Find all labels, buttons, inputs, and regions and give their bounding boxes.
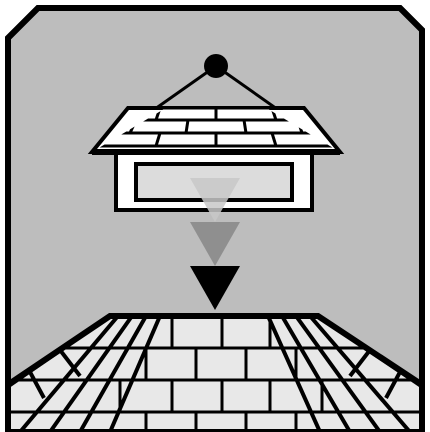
small-roof — [92, 108, 340, 152]
